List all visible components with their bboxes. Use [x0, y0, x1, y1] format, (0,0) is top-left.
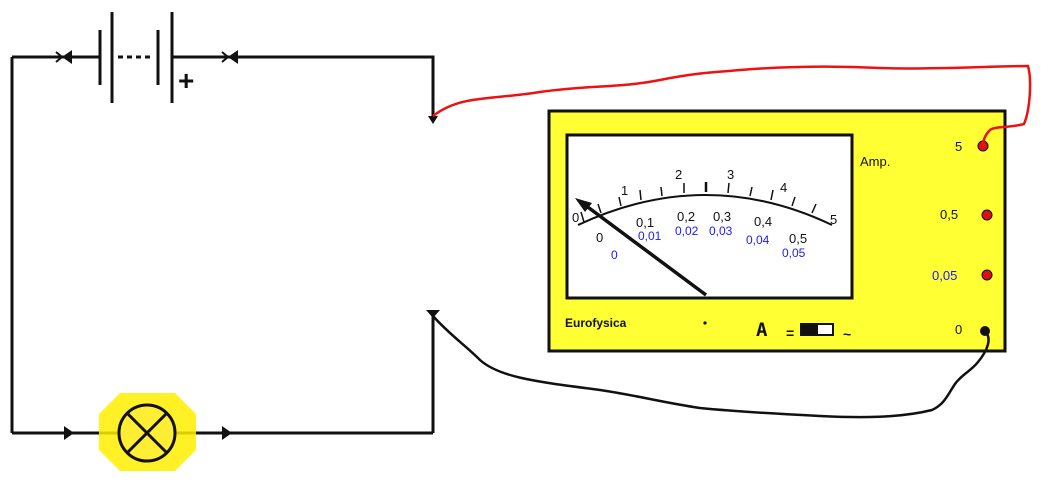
scale-label: 0,2	[677, 209, 695, 224]
scale-ticks	[580, 182, 817, 223]
scale-row-2: 0 0,1 0,2 0,3 0,4 0,5	[596, 209, 807, 246]
scale-label: 0	[611, 248, 618, 262]
scale-row-3: 0 0,01 0,02 0,03 0,04 0,05	[611, 224, 806, 262]
scale-label: 0,3	[713, 209, 731, 224]
ammeter-face	[565, 133, 854, 300]
brand-label: Eurofysica	[565, 316, 627, 330]
scale-arc	[577, 194, 833, 226]
terminal-0-5A[interactable]	[981, 209, 993, 221]
scale-label: 0,02	[675, 224, 699, 238]
scale-label: 0	[596, 230, 603, 245]
scale-label: 2	[675, 167, 682, 182]
circuit	[10, 55, 435, 435]
scale-label: 0,03	[709, 224, 733, 238]
scale-label: 0,05	[782, 246, 806, 260]
open-terminal-top[interactable]	[428, 116, 438, 124]
ammeter-needle	[575, 198, 708, 297]
terminal-label: 0	[955, 322, 962, 337]
arrow-top-left	[62, 50, 72, 64]
scale-label: 3	[727, 167, 734, 182]
scale-label: 0,4	[754, 214, 772, 229]
battery: +	[98, 12, 194, 103]
battery-plus-sign: +	[178, 65, 194, 96]
ac-dc-switch[interactable]: = ~	[786, 323, 851, 342]
ac-symbol: ~	[843, 326, 851, 342]
terminal-label: 0,5	[940, 207, 958, 222]
scale-label: 5	[830, 212, 837, 227]
arrow-tails	[55, 51, 230, 63]
terminal-0-05A[interactable]	[981, 269, 993, 281]
arrow-bottom-left	[64, 426, 74, 440]
wire-right-top	[175, 55, 435, 116]
dc-symbol: =	[786, 325, 794, 341]
red-test-lead[interactable]	[432, 64, 1032, 147]
black-test-lead[interactable]	[432, 315, 990, 419]
scale-label: 4	[780, 180, 787, 195]
mode-label: A	[756, 319, 768, 341]
scale-row-1: 0 1 2 3 4 5	[572, 167, 837, 227]
arrow-top-right	[228, 50, 238, 64]
scale-label: 0,5	[789, 231, 807, 246]
arrow-bottom-right	[222, 426, 232, 440]
terminal-label: 5	[955, 139, 962, 154]
terminal-label: 0,05	[932, 268, 957, 283]
switch-slider[interactable]	[801, 324, 818, 335]
ammeter: 0 1 2 3 4 5 0 0,1 0,2 0,3 0,4 0,5 0 0,01…	[547, 109, 1007, 353]
range-terminals: 5 0,5 0,05 0	[932, 139, 962, 337]
zero-adjust-screw[interactable]	[703, 321, 707, 325]
scale-label: 1	[621, 183, 628, 198]
current-arrows	[62, 50, 238, 440]
scale-label: 0,04	[746, 233, 770, 247]
unit-label: Amp.	[860, 154, 890, 169]
scale-label: 0,1	[636, 215, 654, 230]
open-terminal-bottom[interactable]	[426, 310, 440, 318]
lamp	[99, 393, 196, 471]
scale-label: 0,01	[638, 229, 662, 243]
scale-label: 0	[572, 210, 579, 225]
